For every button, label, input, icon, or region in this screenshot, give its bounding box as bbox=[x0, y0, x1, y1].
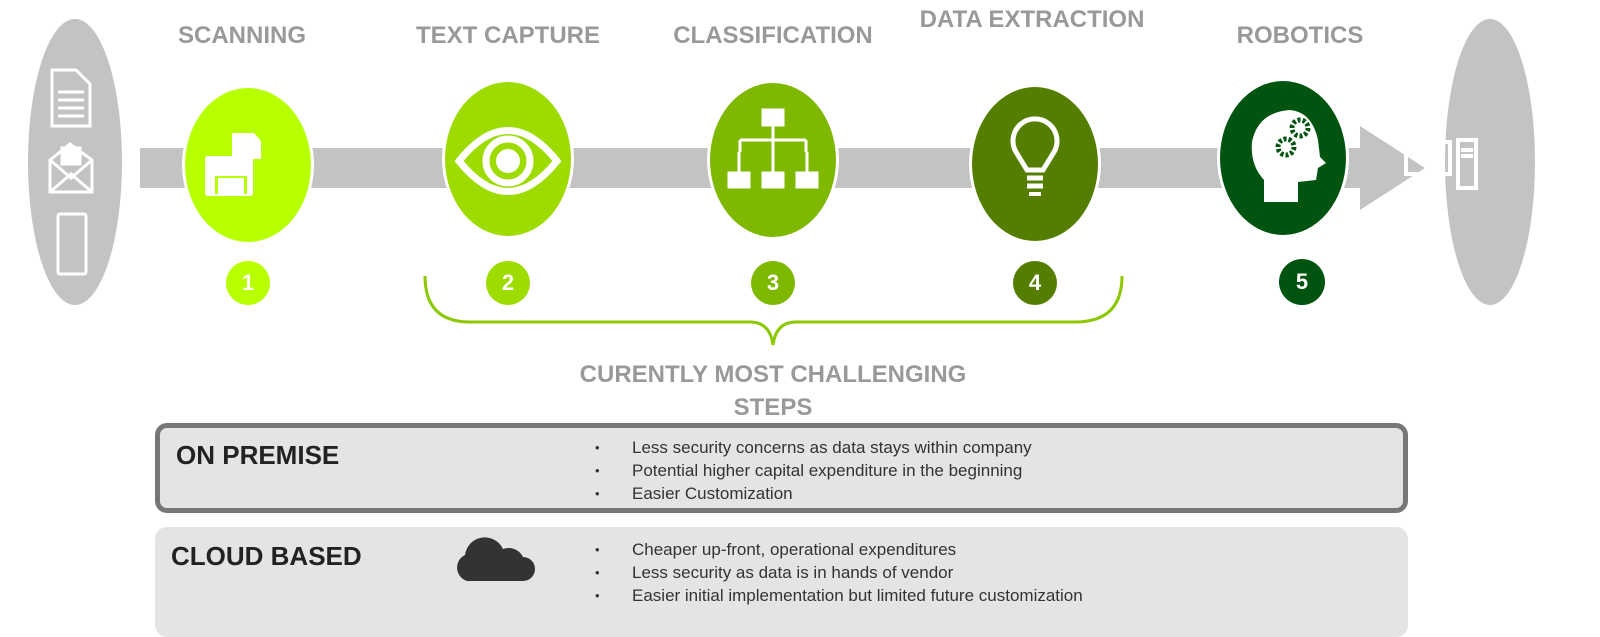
step-title-1: SCANNING bbox=[177, 22, 306, 49]
process-flow bbox=[28, 19, 1535, 346]
step-circle-3 bbox=[707, 81, 839, 239]
step-number-5: 5 bbox=[1279, 259, 1325, 305]
step-title-3: CLASSIFICATION bbox=[673, 22, 873, 49]
cloud-based-bullets: Cheaper up-front, operational expenditur… bbox=[595, 538, 1083, 607]
printer-icon bbox=[205, 133, 261, 196]
step-circle-1 bbox=[182, 86, 314, 244]
step-circle-5 bbox=[1217, 79, 1349, 237]
lightbulb-icon bbox=[1010, 116, 1060, 196]
step-number-1: 1 bbox=[226, 261, 270, 305]
bullet-item: Less security concerns as data stays wit… bbox=[595, 436, 1032, 459]
cloud-based-box: CLOUD BASED Cheaper up-front, operationa… bbox=[155, 527, 1408, 637]
computer-icon bbox=[1404, 138, 1478, 190]
bullet-item: Less security as data is in hands of ven… bbox=[595, 561, 1083, 584]
step-title-2: TEXT CAPTURE bbox=[415, 22, 600, 49]
on-premise-box: ON PREMISE Less security concerns as dat… bbox=[155, 423, 1408, 513]
hierarchy-icon bbox=[727, 108, 819, 189]
bullet-item: Easier Customization bbox=[595, 482, 1032, 505]
on-premise-bullets: Less security concerns as data stays wit… bbox=[595, 436, 1032, 505]
flow-arrowhead bbox=[1360, 126, 1425, 210]
document-icon bbox=[50, 68, 92, 128]
step-circle-4 bbox=[969, 85, 1101, 243]
step-title-4: DATA EXTRACTION bbox=[919, 6, 1145, 33]
input-sources bbox=[28, 19, 122, 305]
cloud-based-title: CLOUD BASED bbox=[171, 541, 362, 571]
head-gears-icon bbox=[1251, 110, 1326, 202]
bullet-item: Cheaper up-front, operational expenditur… bbox=[595, 538, 1083, 561]
bullet-item: Potential higher capital expenditure in … bbox=[595, 459, 1032, 482]
challenge-brace bbox=[423, 275, 1124, 346]
bullet-item: Easier initial implementation but limite… bbox=[595, 584, 1083, 607]
output-computer bbox=[1404, 19, 1535, 305]
eye-icon bbox=[454, 127, 562, 195]
step-number-4: 4 bbox=[1013, 261, 1057, 305]
on-premise-title: ON PREMISE bbox=[176, 440, 340, 470]
phone-icon bbox=[56, 212, 88, 276]
step-number-3: 3 bbox=[751, 261, 795, 305]
cloud-icon bbox=[457, 537, 535, 581]
step-circle-2 bbox=[442, 80, 574, 238]
envelope-icon bbox=[48, 142, 94, 194]
challenge-label: CURENTLY MOST CHALLENGING STEPS bbox=[579, 361, 967, 421]
step-number-2: 2 bbox=[486, 261, 530, 305]
step-title-5: ROBOTICS bbox=[1236, 22, 1364, 49]
